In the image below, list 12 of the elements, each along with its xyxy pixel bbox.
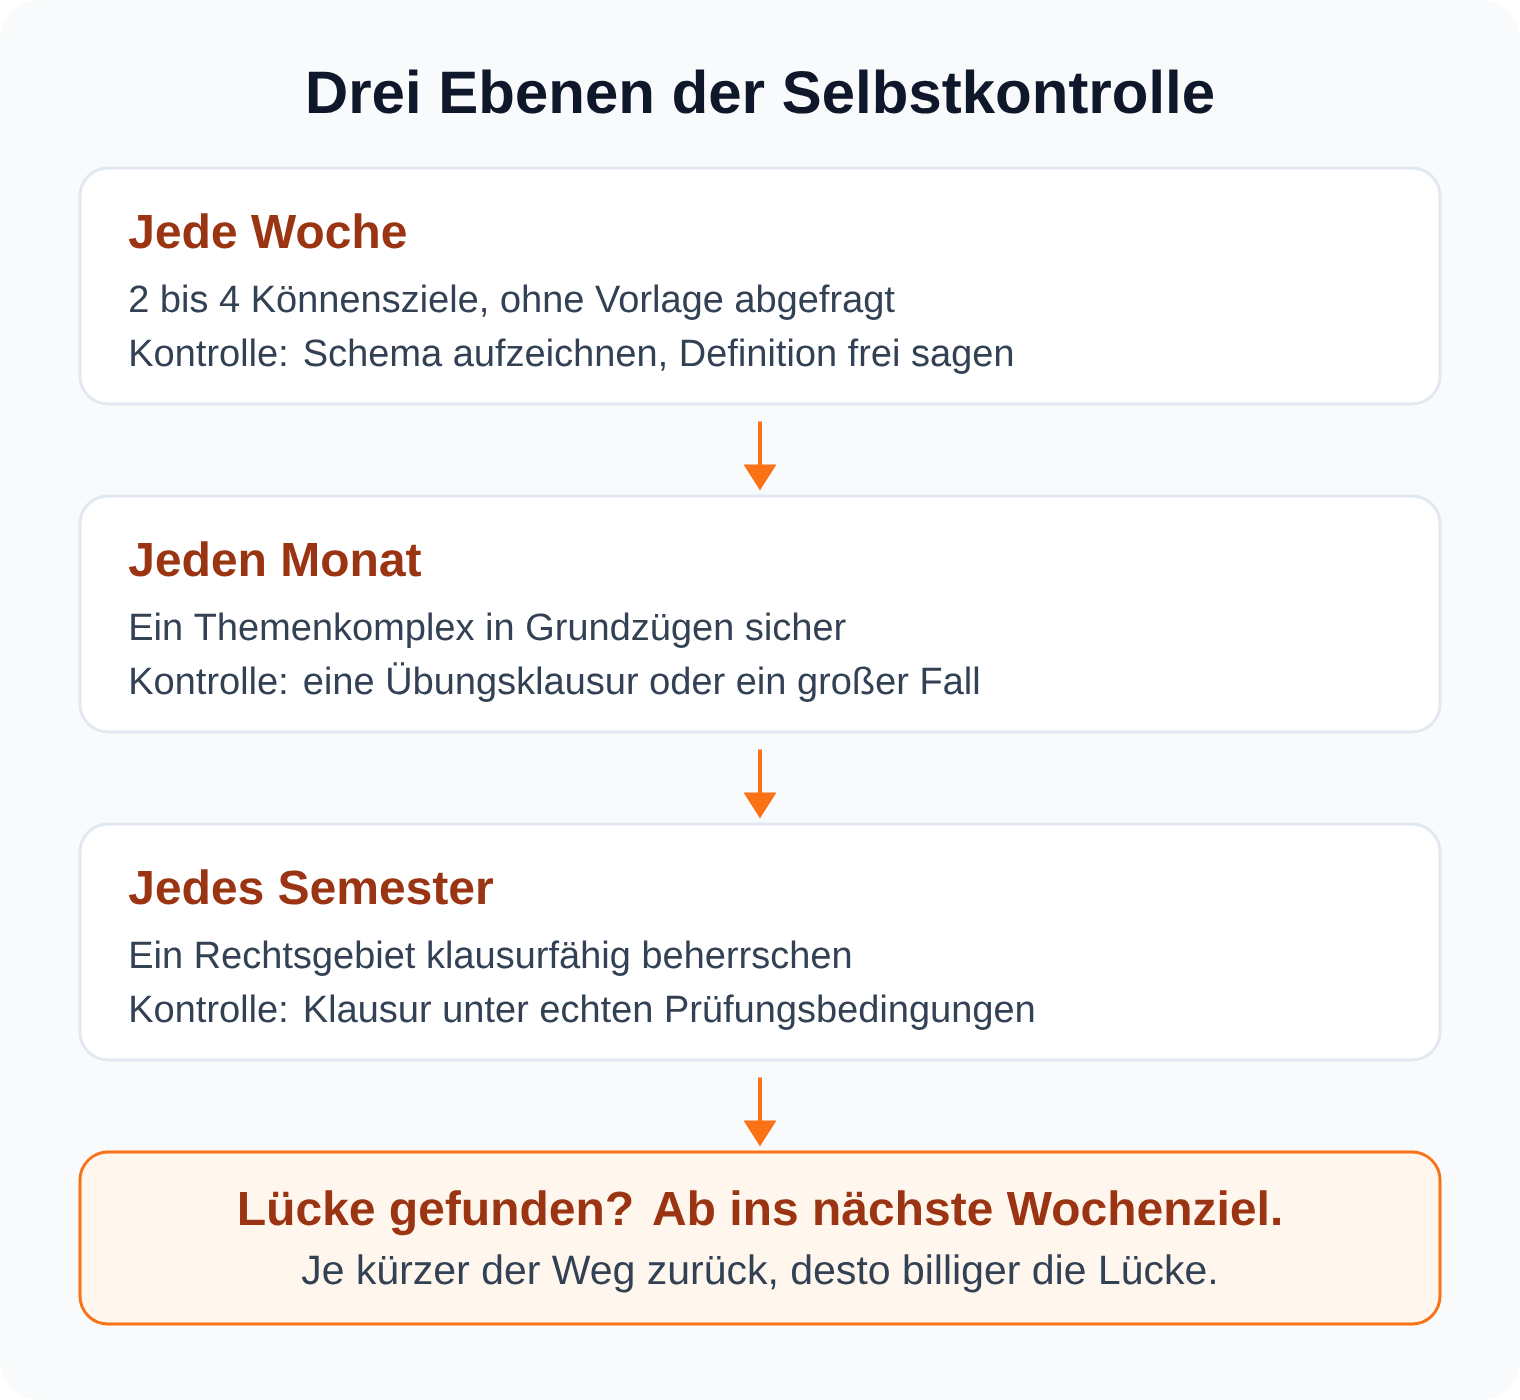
description: 2 bis 4 Könnensziele, ohne Vorlage abgefragt: [130, 284, 895, 320]
heading: Jeden Monat: [128, 541, 421, 577]
heading: Jede Woche: [128, 213, 406, 249]
description: Kontrolle: eine Übungsklausur oder ein großer Fall: [131, 662, 979, 702]
description: Ein Rechtsgebiet klausurfähig beherrschen: [131, 940, 851, 976]
description: Kontrolle: Schema aufzeichnen, Definition frei sagen: [131, 338, 1013, 374]
description: Je kürzer der Weg zurück, desto billiger die Lücke.: [301, 1254, 1215, 1293]
description: Kontrolle: Klausur unter echten Prüfungsbedingungen: [131, 994, 1034, 1030]
heading: Lücke gefunden? Ab ins nächste Wochenziel.: [240, 1190, 1280, 1236]
title: Drei Ebenen der Selbstkontrolle: [308, 69, 1214, 114]
heading: Jedes Semester: [128, 869, 493, 905]
description: Ein Themenkomplex in Grundzügen sicher: [131, 612, 846, 648]
